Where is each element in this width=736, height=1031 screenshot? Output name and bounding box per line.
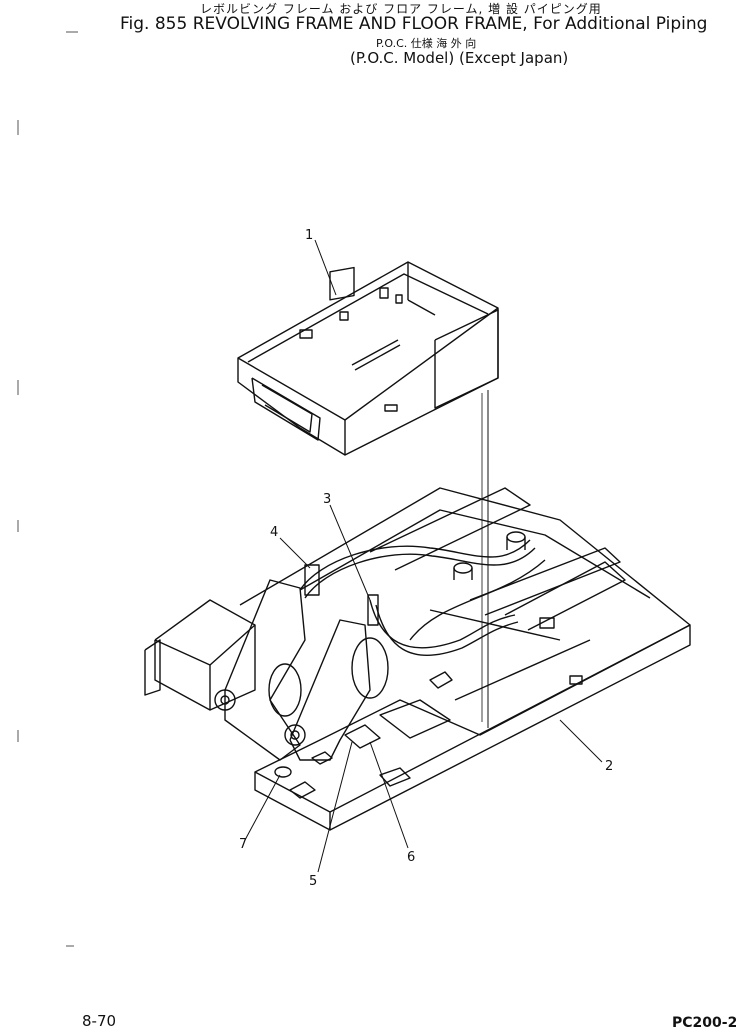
callout-4: 4: [270, 525, 278, 540]
floor-frame: [237, 261, 499, 456]
model-code: PC200-2: [672, 1015, 736, 1031]
callout-3: 3: [323, 492, 331, 507]
callout-1: 1: [305, 228, 313, 243]
page-number: 8-70: [82, 1012, 117, 1030]
revolving-frame: [144, 487, 691, 831]
poc-japanese-label: P.O.C. 仕様 海 外 向: [376, 37, 477, 50]
japanese-title: レボルビング フレーム および フロア フレーム, 増 設 パイピング用: [200, 2, 602, 16]
model-label: (P.O.C. Model) (Except Japan): [350, 49, 569, 67]
callout-2: 2: [605, 759, 613, 774]
figure-title: Fig. 855 REVOLVING FRAME AND FLOOR FRAME…: [120, 14, 708, 34]
callout-7: 7: [239, 837, 247, 852]
callout-5: 5: [309, 874, 317, 889]
callout-6: 6: [407, 850, 415, 865]
scan-marks: [17, 31, 78, 947]
